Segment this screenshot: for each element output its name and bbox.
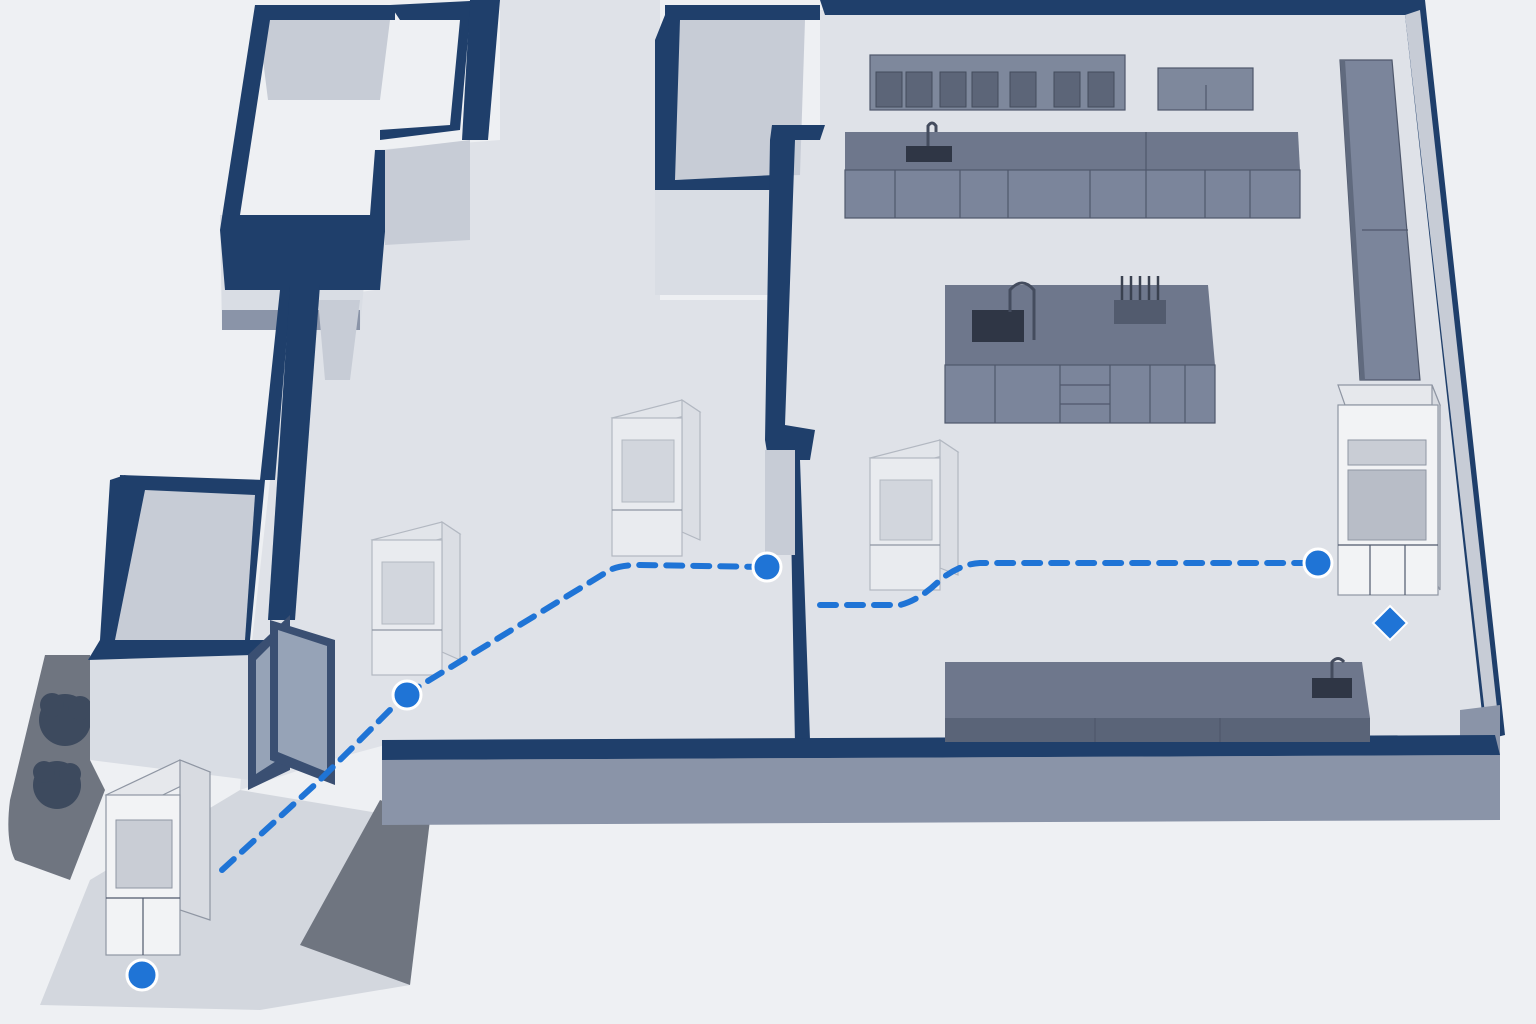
route-waypoints bbox=[125, 547, 1409, 992]
walls bbox=[88, 0, 1505, 825]
gravel-bed bbox=[300, 800, 430, 985]
tall-storage-cabinets bbox=[1339, 59, 1421, 381]
fume-hood-installed bbox=[1337, 384, 1441, 596]
fume-hood-in-transit bbox=[104, 759, 212, 956]
route-segment-entrance bbox=[219, 692, 408, 873]
route-segment-door bbox=[817, 560, 1321, 608]
waypoint-entry[interactable] bbox=[391, 679, 423, 711]
glass-entry-door[interactable] bbox=[248, 615, 335, 790]
island-bench-with-sink bbox=[944, 276, 1216, 424]
front-counter-with-sink bbox=[945, 657, 1370, 742]
waypoint-lab[interactable] bbox=[1302, 547, 1334, 579]
ghost-fume-hood bbox=[868, 438, 960, 591]
upper-cabinet-small bbox=[1157, 67, 1254, 111]
upper-cabinets-glass bbox=[869, 54, 1126, 111]
waypoint-corridor[interactable] bbox=[751, 551, 783, 583]
shrub bbox=[33, 761, 81, 809]
shrub bbox=[39, 693, 92, 746]
back-counter-with-sink bbox=[844, 121, 1301, 219]
ghost-fume-hood bbox=[610, 398, 702, 557]
route-segment-corridor bbox=[402, 561, 770, 698]
delivery-route bbox=[219, 560, 1321, 873]
landscaping bbox=[8, 655, 430, 985]
waypoint-start[interactable] bbox=[125, 958, 159, 992]
ghost-fume-hood bbox=[370, 520, 462, 676]
destination-diamond[interactable] bbox=[1371, 604, 1409, 642]
drying-rack bbox=[1114, 276, 1166, 324]
